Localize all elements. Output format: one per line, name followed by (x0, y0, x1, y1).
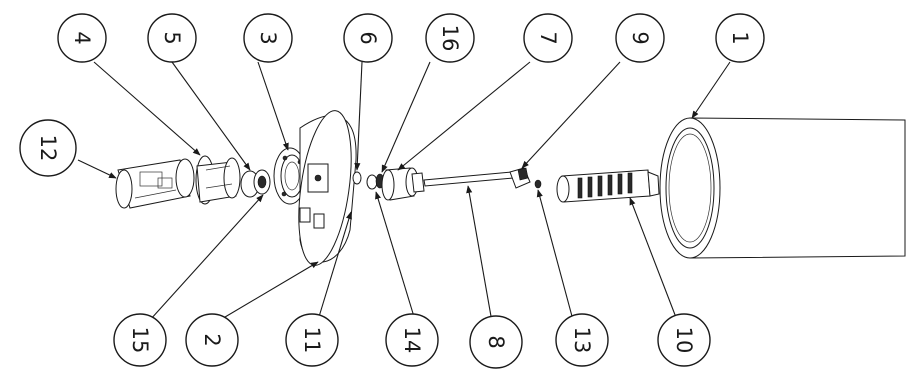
balloon-15: 15 (113, 313, 167, 367)
svg-text:1: 1 (728, 31, 752, 44)
balloon-12: 12 (19, 119, 77, 177)
balloon-4: 4 (57, 13, 107, 63)
svg-text:7: 7 (536, 31, 560, 44)
balloon-13: 13 (555, 313, 609, 367)
balloon-3: 3 (243, 13, 293, 63)
part-5-hub (240, 169, 271, 198)
part-12-housing (115, 158, 195, 209)
svg-text:14: 14 (400, 327, 424, 354)
svg-text:13: 13 (570, 327, 594, 354)
balloon-2: 2 (185, 313, 239, 367)
balloon-16: 16 (425, 13, 475, 63)
part-9-tip (509, 167, 531, 189)
part-4-bracket (195, 155, 241, 205)
balloon-8: 8 (469, 315, 523, 369)
svg-text:15: 15 (128, 327, 152, 354)
balloon-7: 7 (523, 13, 573, 63)
part-6-washer (352, 171, 362, 185)
svg-text:2: 2 (200, 333, 224, 346)
svg-text:11: 11 (300, 327, 324, 354)
svg-text:16: 16 (438, 25, 462, 52)
svg-text:5: 5 (160, 31, 184, 44)
part-7-bushing (381, 167, 425, 201)
svg-text:4: 4 (70, 31, 94, 44)
part-14-16-rings (366, 173, 385, 190)
part-13-nut (534, 179, 542, 189)
svg-text:6: 6 (356, 31, 380, 44)
leader-lines (77, 61, 731, 323)
part-8-shaft (423, 171, 514, 187)
part-1-canister (659, 117, 906, 259)
svg-text:3: 3 (256, 31, 280, 44)
balloon-10: 10 (657, 313, 711, 367)
balloon-14: 14 (385, 313, 439, 367)
balloon-11: 11 (285, 313, 339, 367)
svg-text:9: 9 (628, 31, 652, 44)
svg-text:12: 12 (36, 135, 60, 162)
part-2-mounting-plate (298, 110, 357, 266)
balloon-6: 6 (343, 13, 393, 63)
balloon-5: 5 (147, 13, 197, 63)
svg-text:8: 8 (484, 335, 508, 348)
svg-text:10: 10 (672, 327, 696, 354)
balloon-9: 9 (615, 13, 665, 63)
part-10-ribbed-cylinder (556, 169, 660, 203)
balloon-1: 1 (715, 13, 765, 63)
